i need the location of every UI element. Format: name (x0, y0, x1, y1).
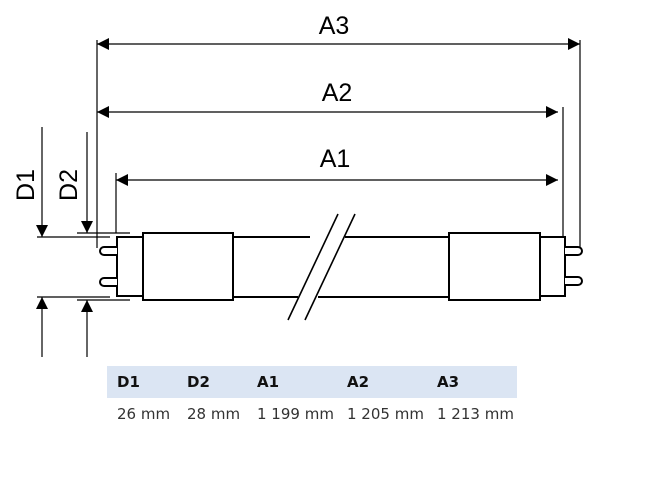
header-a1: A1 (257, 373, 280, 391)
table-row: 26 mm 28 mm 1 199 mm 1 205 mm 1 213 mm (107, 398, 517, 430)
a3-label: A3 (319, 12, 350, 40)
a2-label: A2 (322, 79, 353, 107)
header-a3: A3 (437, 373, 460, 391)
break-line (287, 213, 339, 321)
right-pin (565, 246, 583, 256)
table-header: D1 D2 A1 A2 A3 (107, 366, 517, 398)
dimensions-table: D1 D2 A1 A2 A3 26 mm 28 mm 1 199 mm 1 20… (107, 366, 517, 430)
header-d1: D1 (117, 373, 140, 391)
d2-label: D2 (55, 169, 83, 201)
value-a3: 1 213 mm (437, 405, 514, 423)
header-a2: A2 (347, 373, 370, 391)
value-a2: 1 205 mm (347, 405, 424, 423)
right-end-cap (539, 236, 566, 297)
d1-label: D1 (12, 169, 40, 201)
header-d2: D2 (187, 373, 210, 391)
left-ferrule (142, 232, 234, 301)
right-pin (565, 276, 583, 286)
value-d1: 26 mm (117, 405, 171, 423)
left-pin (99, 246, 117, 256)
left-end-cap (116, 236, 144, 297)
value-d2: 28 mm (187, 405, 241, 423)
tube (99, 213, 583, 321)
a1-label: A1 (320, 145, 351, 173)
left-pin (99, 277, 117, 287)
break-line (304, 213, 356, 321)
value-a1: 1 199 mm (257, 405, 334, 423)
right-ferrule (448, 232, 541, 301)
